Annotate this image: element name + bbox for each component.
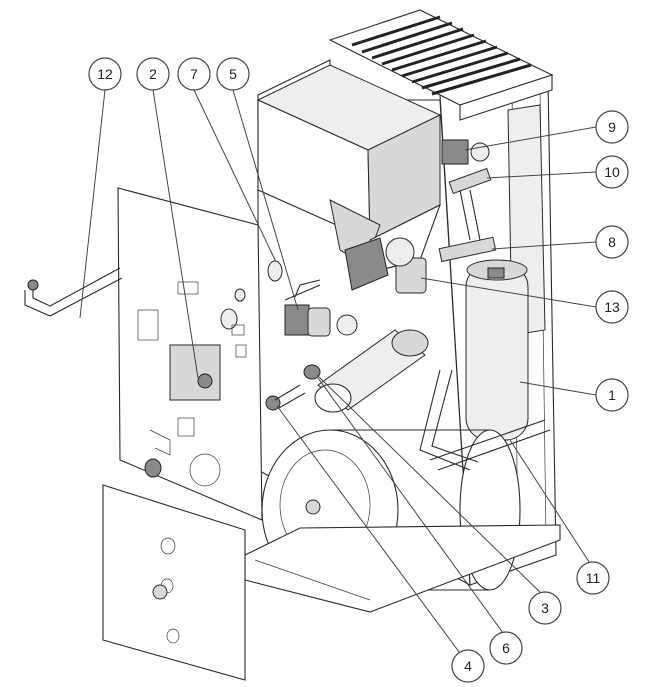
callout-8: 8 xyxy=(595,225,629,259)
front-panel-upper xyxy=(117,187,263,521)
pipework xyxy=(419,267,551,471)
callout-11-label: 11 xyxy=(586,570,601,586)
fittings xyxy=(265,364,321,411)
callout-3: 3 xyxy=(528,591,562,625)
callout-6-label: 6 xyxy=(502,640,510,656)
front-panel-lower xyxy=(102,484,246,681)
callout-10: 10 xyxy=(595,155,629,189)
valve-group xyxy=(438,139,497,263)
callout-12-label: 12 xyxy=(97,66,113,82)
auger-motor xyxy=(336,237,427,336)
callout-5: 5 xyxy=(216,57,250,91)
callout-4-label: 4 xyxy=(464,658,472,674)
callout-12: 12 xyxy=(88,57,122,91)
callout-6: 6 xyxy=(489,631,523,665)
callout-10-label: 10 xyxy=(604,164,620,180)
callout-13: 13 xyxy=(595,290,629,324)
callout-2-label: 2 xyxy=(149,66,157,82)
leader-lines xyxy=(79,89,597,665)
callout-5-label: 5 xyxy=(229,66,237,82)
callout-13-label: 13 xyxy=(604,299,620,315)
callout-7-label: 7 xyxy=(190,66,198,82)
callout-4: 4 xyxy=(451,649,485,683)
callout-9-label: 9 xyxy=(608,119,616,135)
pump-assembly xyxy=(267,260,331,337)
callout-11: 11 xyxy=(576,561,610,595)
callout-8-label: 8 xyxy=(608,234,616,250)
flue-pipe xyxy=(24,267,123,317)
callout-1: 1 xyxy=(595,378,629,412)
callout-1-label: 1 xyxy=(608,387,616,403)
top-grille xyxy=(328,9,554,121)
callout-2: 2 xyxy=(136,57,170,91)
callout-7: 7 xyxy=(177,57,211,91)
callout-9: 9 xyxy=(595,110,629,144)
callout-3-label: 3 xyxy=(541,600,549,616)
